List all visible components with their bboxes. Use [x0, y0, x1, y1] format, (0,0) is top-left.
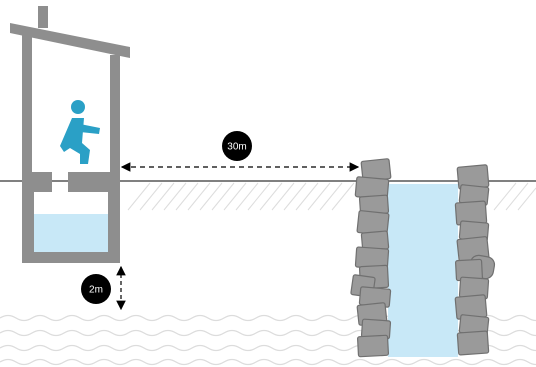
- distance-badge: 30m: [222, 131, 252, 161]
- well-water: [388, 184, 458, 357]
- squatting-person-icon: [60, 100, 100, 164]
- ground-hatch: [127, 182, 536, 211]
- pit-latrine-icon: [10, 6, 130, 263]
- depth-label: 2m: [89, 285, 103, 296]
- distance-label: 30m: [227, 142, 246, 153]
- stone-well-icon: [350, 158, 392, 358]
- depth-badge: 2m: [81, 274, 111, 304]
- stone-well-right-wall: [454, 164, 496, 356]
- pit-water: [34, 214, 108, 252]
